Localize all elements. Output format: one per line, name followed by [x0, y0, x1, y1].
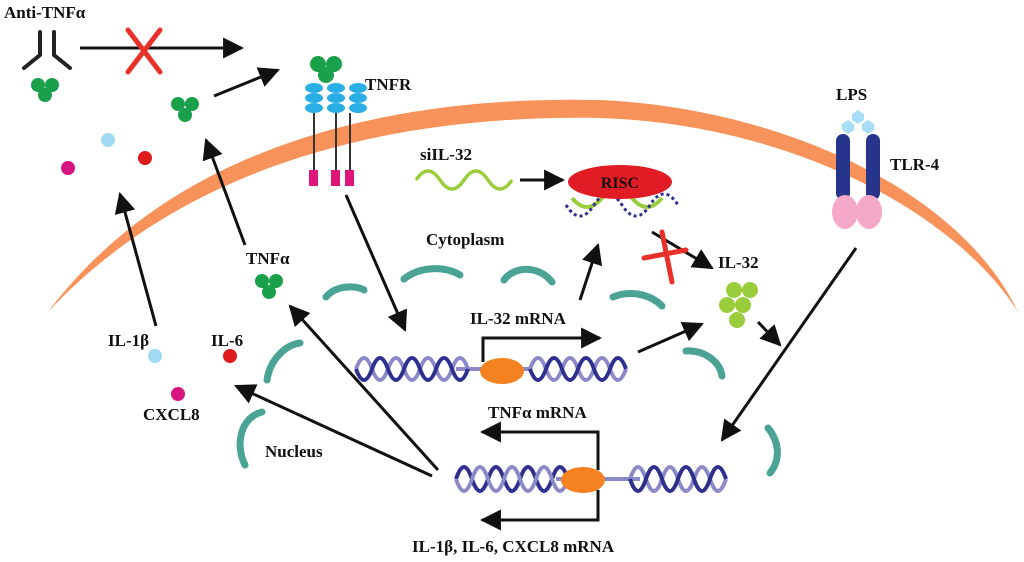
cxcl8-label: CXCL8	[143, 405, 200, 424]
sil32-label: siIL-32	[420, 145, 472, 164]
dna-helix-top	[354, 356, 628, 382]
il32-mrna-label: IL-32 mRNA	[470, 309, 567, 328]
tnfa-trimer-icon	[171, 97, 199, 122]
tlr4-label: TLR-4	[890, 155, 940, 174]
il6-dot	[223, 349, 237, 363]
il6-dot	[138, 151, 152, 165]
tlr4-receptor-icon	[832, 134, 882, 229]
tnfa-trimer-icon	[31, 78, 59, 102]
tnfa-trimer-icon	[255, 274, 283, 299]
tnfa-label: TNFα	[246, 249, 290, 268]
il1b-label: IL-1β	[108, 331, 149, 350]
sirna-strand-icon	[414, 169, 514, 191]
tnfr-label: TNFR	[365, 75, 412, 94]
il32-to-nucleus-arrow	[756, 320, 782, 347]
il32-protein-icon	[719, 282, 758, 328]
nucleus-label: Nucleus	[265, 442, 323, 461]
cxcl8-dot	[171, 387, 185, 401]
il6-label: IL-6	[211, 331, 243, 350]
arrow-to-tnfr	[213, 67, 280, 98]
promoter-icon	[561, 467, 605, 493]
antibody-icon	[22, 30, 72, 70]
dna-to-il32-arrow	[637, 321, 704, 354]
tnfa-export-arrow	[288, 304, 440, 472]
cytoplasm-label: Cytoplasm	[426, 230, 504, 249]
tnfr-receptor-icon	[305, 56, 367, 186]
tlr4-signal-arrow	[720, 247, 858, 442]
tnfr-signal-arrow	[344, 194, 408, 332]
bottom-mrna-label: IL-1β, IL-6, CXCL8 mRNA	[412, 537, 615, 556]
nuclear-envelope	[236, 265, 781, 477]
cell-membrane	[48, 99, 1018, 312]
lps-label: LPS	[836, 85, 867, 104]
promoter-icon	[480, 358, 524, 384]
risc-complex-icon	[564, 165, 680, 218]
transcription-arrow	[479, 421, 600, 470]
il1b-dot	[148, 349, 162, 363]
cytokine-secretion-arrow	[114, 191, 158, 327]
transcription-arrow	[481, 327, 603, 362]
tnfa-mrna-label: TNFα mRNA	[488, 403, 587, 422]
il1b-dot	[101, 133, 115, 147]
mrna-to-risc-arrow	[578, 243, 603, 301]
anti-tnf-label: Anti-TNFα	[4, 3, 86, 22]
lps-icon	[842, 110, 874, 134]
transcription-arrow	[479, 490, 600, 531]
inhibition-x-icon	[125, 27, 163, 75]
cxcl8-dot	[61, 161, 75, 175]
tnfa-secretion-arrow	[202, 138, 247, 246]
cytokine-export-arrow	[234, 384, 433, 478]
il32-label: IL-32	[718, 253, 759, 272]
risc-label: RISC	[601, 175, 639, 192]
inhibition-x-icon	[641, 229, 689, 285]
